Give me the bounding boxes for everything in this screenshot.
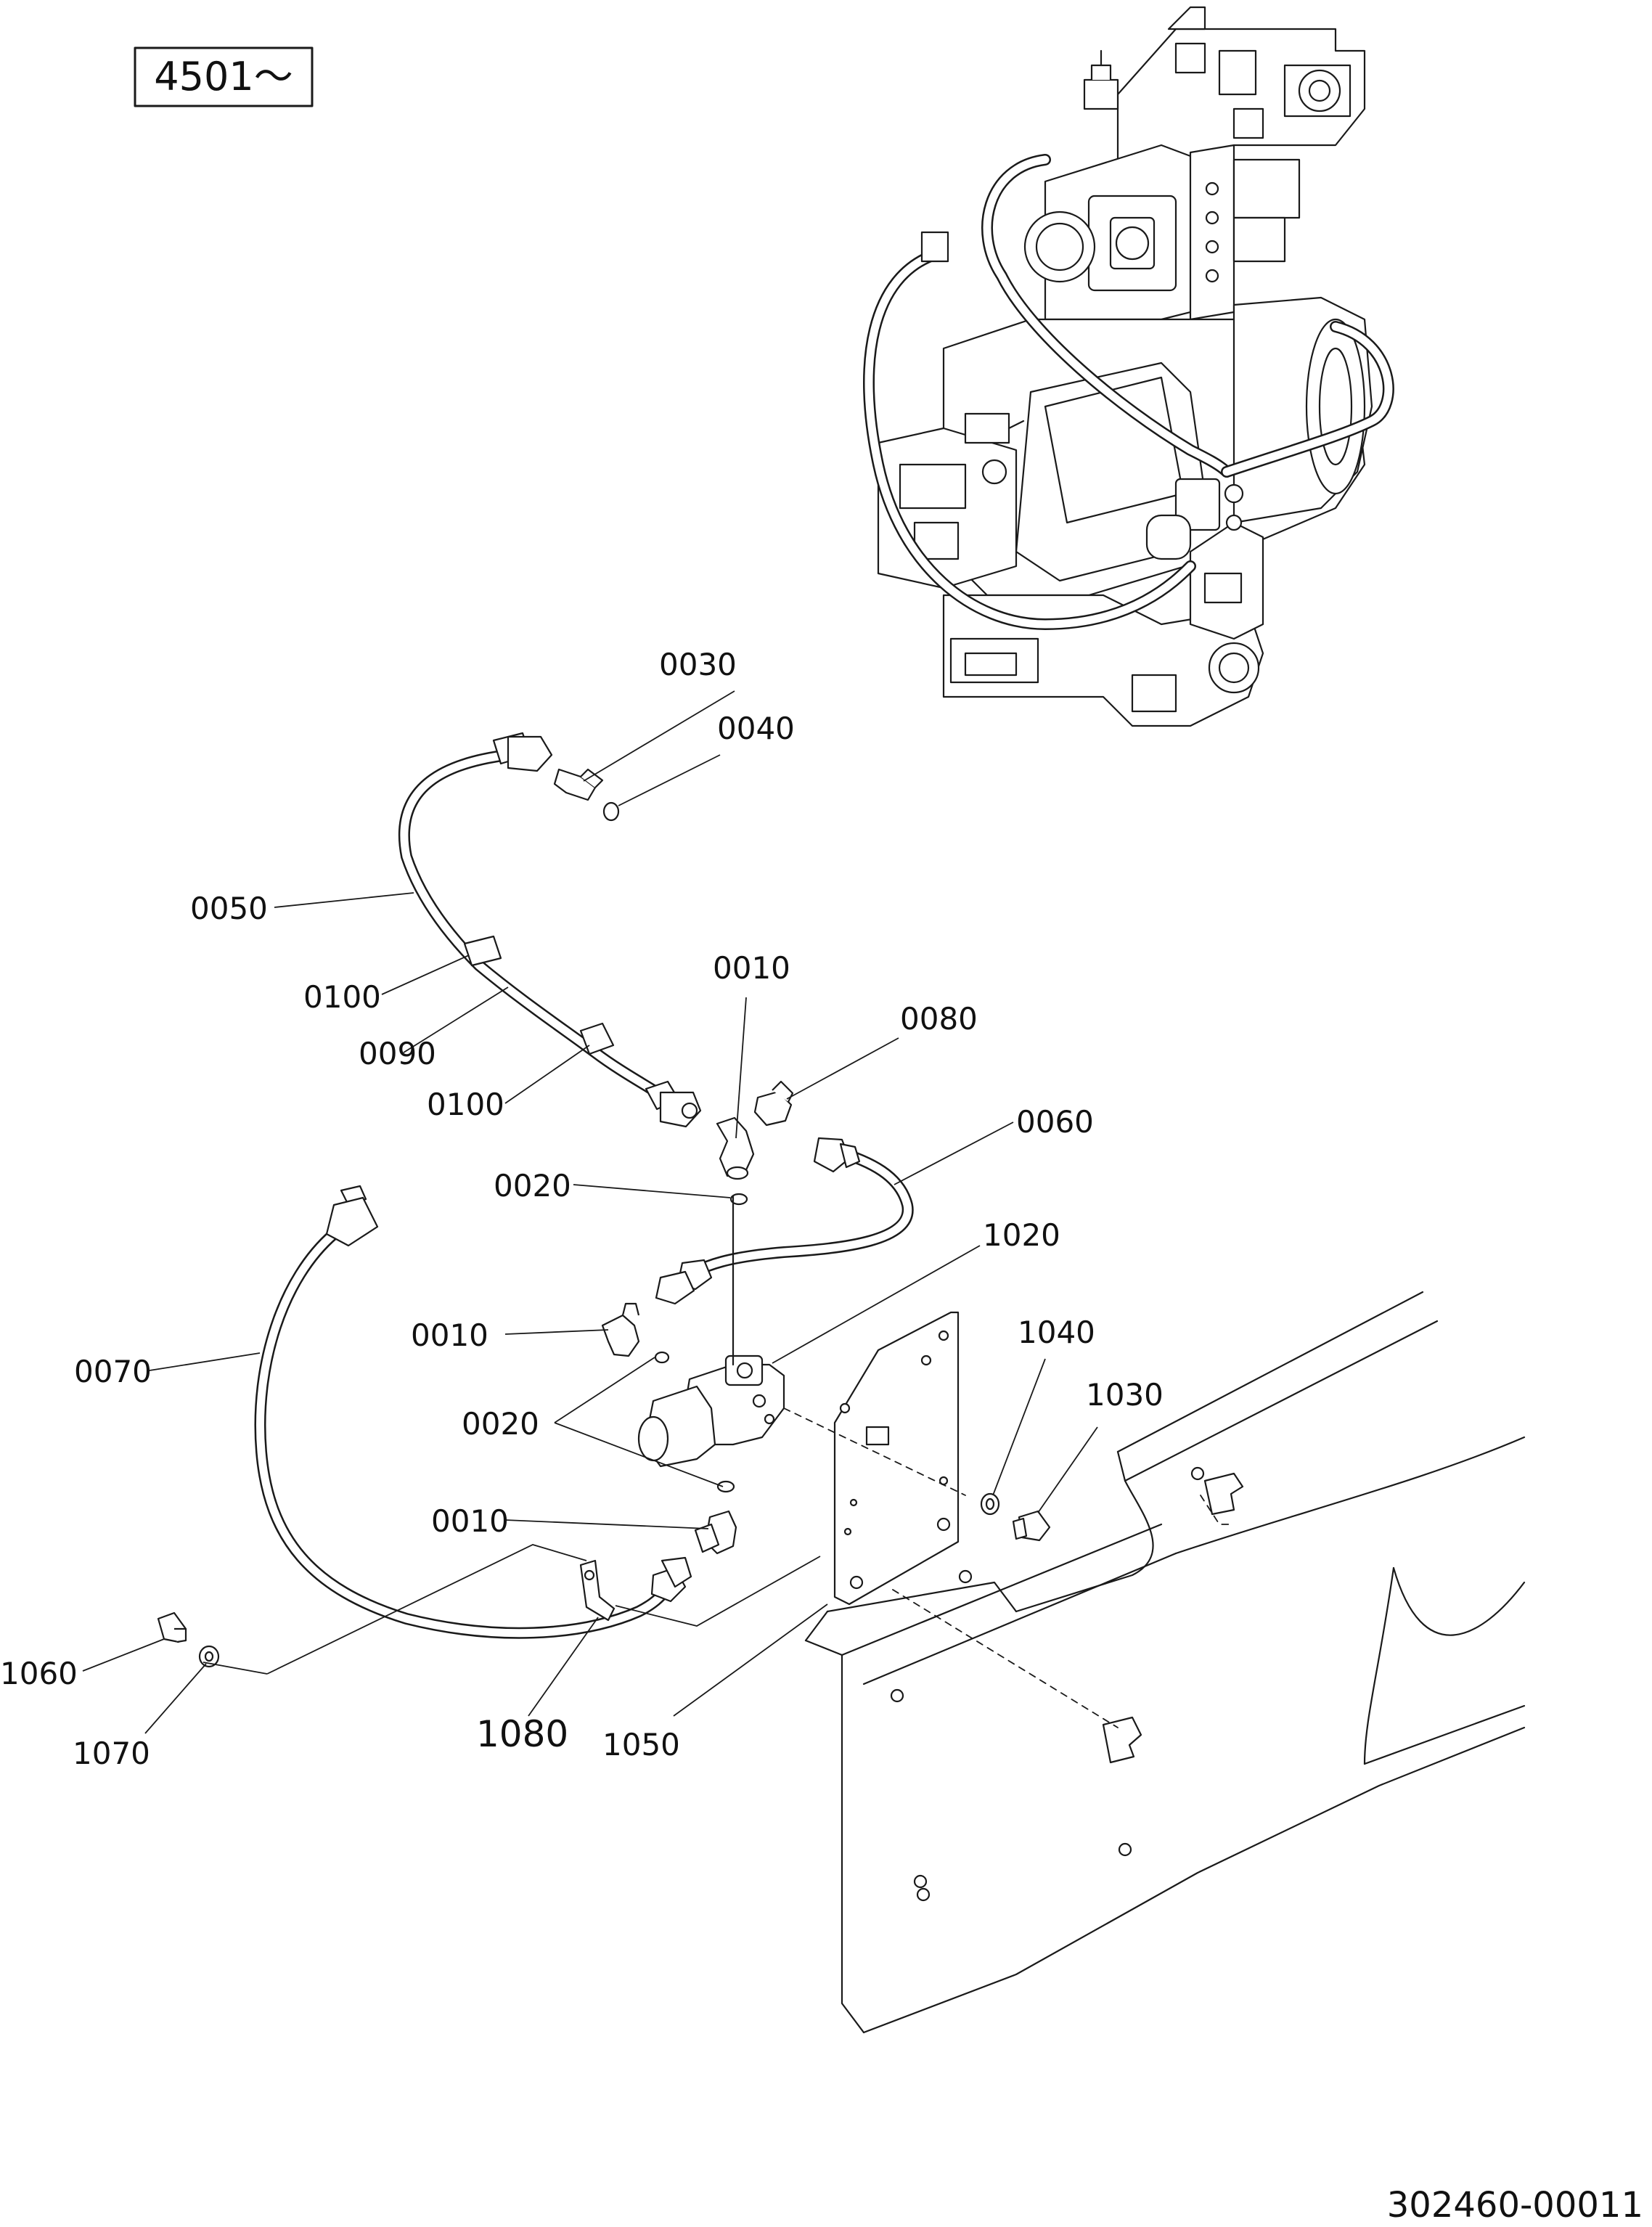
bolt-1060 <box>157 1611 187 1643</box>
elbow-fitting-low <box>694 1510 737 1555</box>
solenoid-valve-1020 <box>637 1354 785 1468</box>
upper-hose-assembly <box>398 732 702 1128</box>
callout-0010-low: 0010 <box>431 1503 509 1539</box>
callout-1080: 1080 <box>476 1713 568 1755</box>
elbow-fitting-top <box>716 1116 755 1180</box>
callout-labels: 0030 0040 0050 0100 0090 0100 0010 0080 … <box>0 647 1164 1771</box>
callout-0070: 0070 <box>74 1354 152 1389</box>
o-ring-top <box>729 1193 748 1206</box>
frame-structure <box>804 1291 1526 2034</box>
callout-0100-b: 0100 <box>427 1087 504 1122</box>
callout-1040: 1040 <box>1018 1315 1095 1350</box>
elbow-fitting-mid <box>601 1302 640 1357</box>
callout-1060: 1060 <box>0 1656 78 1691</box>
pump-hoses <box>863 154 1394 630</box>
alignment-dashes <box>732 1195 1119 1728</box>
callout-0090: 0090 <box>359 1036 436 1071</box>
hose-0060 <box>655 1137 914 1305</box>
callout-0080: 0080 <box>900 1001 978 1037</box>
callout-0040: 0040 <box>717 711 795 746</box>
serial-range-box: 4501～ <box>134 46 314 107</box>
callout-0020-top: 0020 <box>494 1168 571 1204</box>
group-leader-lines <box>203 1544 821 1675</box>
callout-leaders <box>82 690 1098 1734</box>
callout-1030: 1030 <box>1086 1377 1164 1413</box>
washer-1070 <box>198 1645 220 1668</box>
hose-0070 <box>254 1185 692 1639</box>
callout-0100-a: 0100 <box>303 979 381 1015</box>
washer-1040 <box>980 1492 1000 1516</box>
callout-1050: 1050 <box>602 1727 680 1762</box>
callout-0060: 0060 <box>1016 1104 1094 1140</box>
elbow-fitting-0080 <box>753 1080 794 1127</box>
bracket-plate-1050 <box>833 1311 960 1606</box>
callout-0010-top: 0010 <box>713 950 790 986</box>
callout-0050: 0050 <box>190 891 268 926</box>
adapter-fitting-0030 <box>553 768 620 822</box>
o-ring-low <box>716 1480 735 1493</box>
callout-0030: 0030 <box>659 647 737 682</box>
document-number: 302460-00011 <box>1387 2185 1643 2226</box>
callout-1020: 1020 <box>983 1217 1060 1253</box>
callout-0010-mid: 0010 <box>411 1317 488 1353</box>
callout-1070: 1070 <box>73 1736 150 1771</box>
bolt-1030 <box>1012 1510 1051 1542</box>
o-ring-mid <box>654 1351 670 1364</box>
serial-range-label: 4501～ <box>154 54 293 99</box>
callout-0020-low: 0020 <box>462 1406 539 1442</box>
pump-assembly <box>863 6 1394 727</box>
